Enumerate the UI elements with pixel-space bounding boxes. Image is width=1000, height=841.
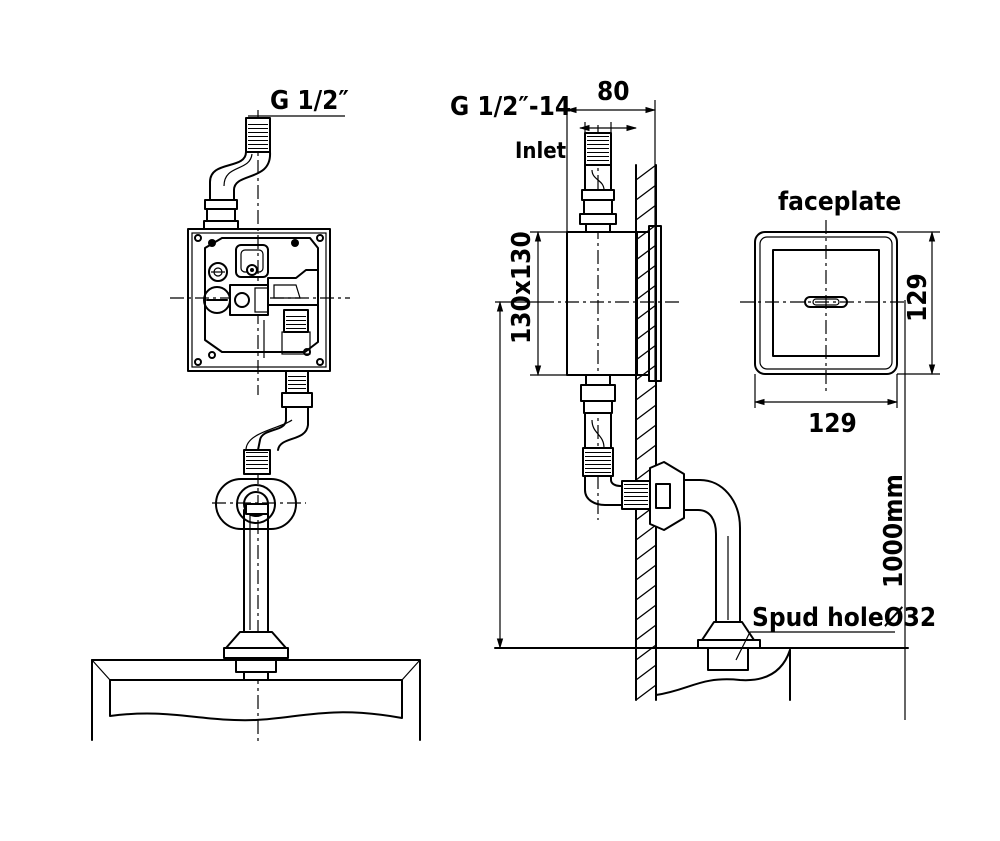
front-inlet-fitting [203,117,272,230]
side-wall [635,164,657,701]
side-box-size-label: 130x130 [507,231,537,344]
faceplate-height-dimension: 129 [897,230,940,376]
faceplate-view: faceplate 129 129 [740,187,940,439]
side-urinal-outline [655,649,791,701]
faceplate-bevel [759,236,893,370]
front-outlet-pipe [243,370,313,475]
front-urinal [91,659,421,741]
inlet-label: Inlet [515,139,567,164]
side-flush-pipe [649,461,761,671]
front-valve-box [187,228,331,372]
side-valve-body [566,132,662,510]
side-height-dimension: 1000mm [495,300,909,720]
front-flush-pipe [223,509,289,681]
side-view: 80 G 1/2″-14 Inlet 130x130 1000mm [450,77,936,720]
side-depth-label: 80 [597,77,630,107]
side-box-size-dimension: 130x130 [507,230,567,377]
side-thread-label: G 1/2″-14 [450,92,571,122]
side-thread-callout: G 1/2″-14 Inlet [450,92,638,164]
spud-hole-label: Spud holeØ32 [752,603,936,633]
side-depth-dimension: 80 [565,77,657,232]
front-thread-label: G 1/2″ [270,86,349,116]
faceplate-width-dimension: 129 [753,374,899,439]
front-view: G 1/2″ [91,86,421,745]
spud-hole-callout: Spud holeØ32 [735,603,936,661]
faceplate-width-label: 129 [808,409,857,439]
install-height-label: 1000mm [879,474,909,588]
faceplate-label: faceplate [778,187,901,217]
faceplate-height-label: 129 [903,273,933,322]
front-wall-flange [215,478,297,530]
